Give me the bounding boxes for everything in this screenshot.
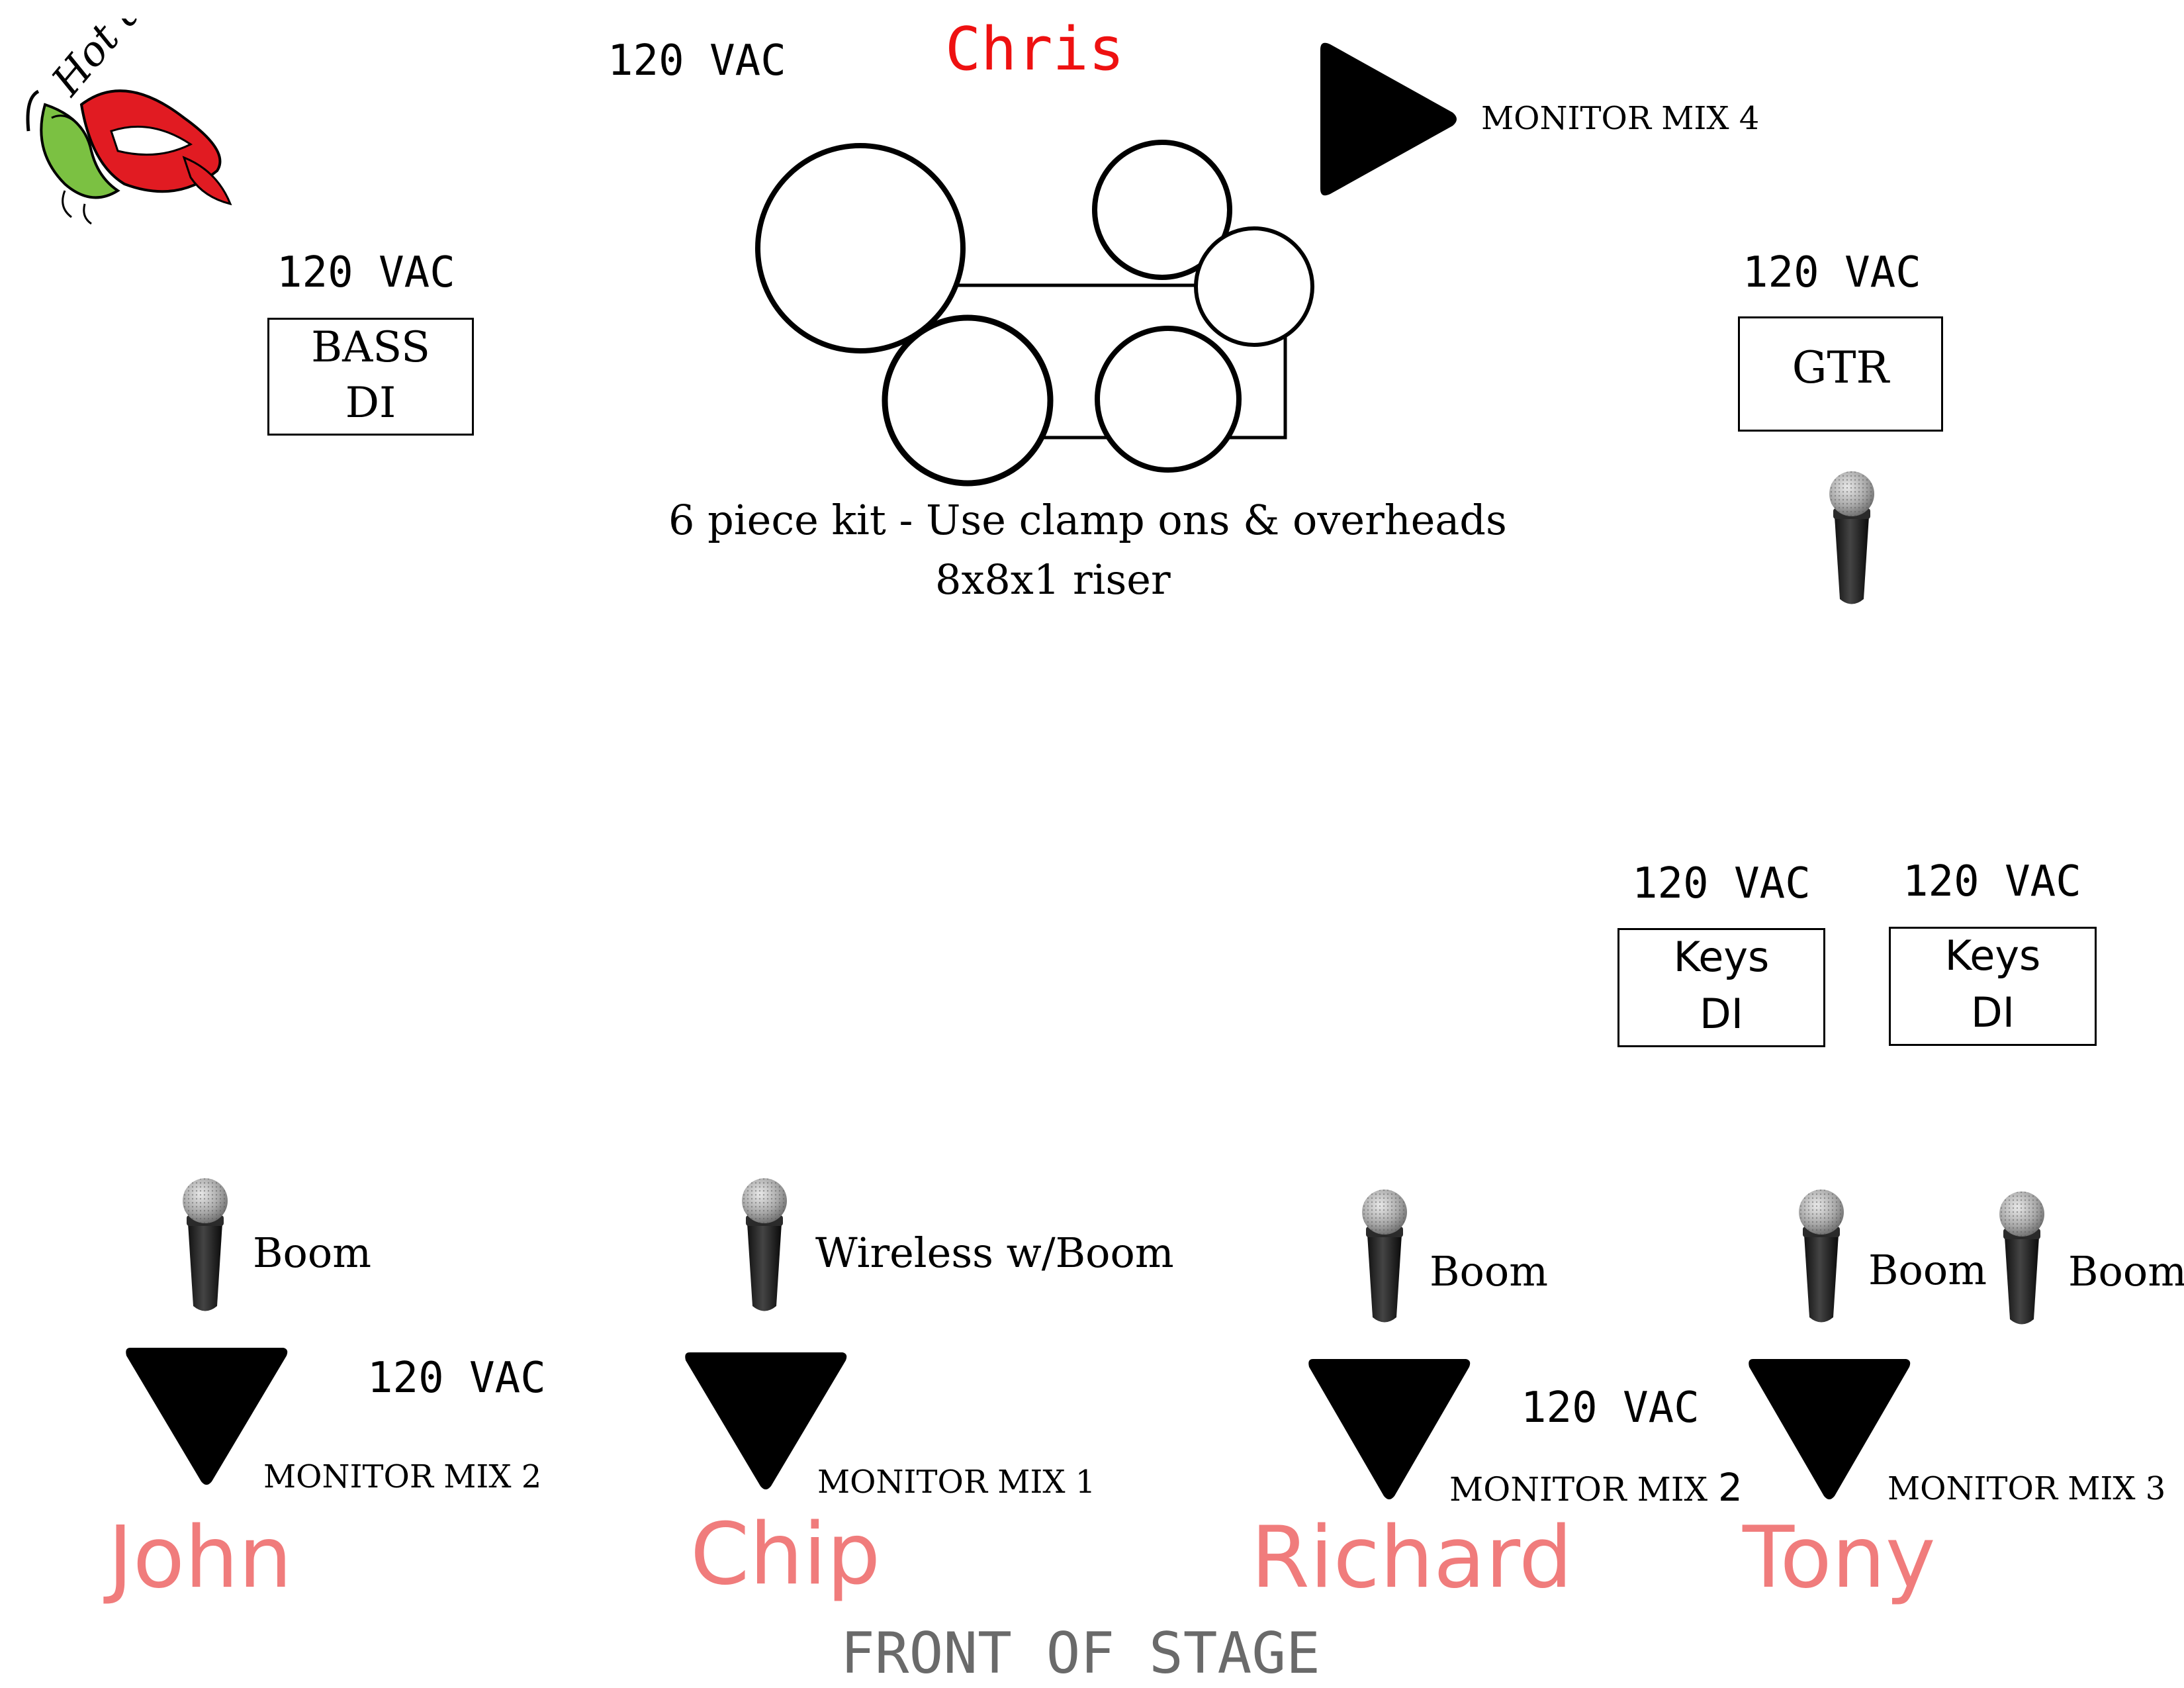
logo-text: Hot as a Pepper!	[42, 19, 270, 105]
monitor-wedge-mix4	[1320, 42, 1457, 196]
drum-kit-note-line1: 6 piece kit - Use clamp ons & overheads	[668, 496, 1507, 544]
tony-monitor-label: MONITOR MIX 3	[1888, 1470, 2166, 1507]
band-logo: Hot as a Pepper!	[19, 0, 304, 230]
guitar-amp-label: GTR	[1792, 342, 1889, 393]
guitar-power-label: 120 VAC	[1743, 248, 1921, 297]
tony-second-mic	[1995, 1190, 2048, 1329]
front-of-stage-label: FRONT OF STAGE	[841, 1620, 1320, 1687]
drum-kit-note-line2: 8x8x1 riser	[935, 555, 1171, 604]
snare-drum	[1095, 326, 1242, 473]
john-monitor-label: MONITOR MIX 2	[263, 1458, 542, 1495]
keys1-di-line2: DI	[1699, 990, 1744, 1038]
bass-power-label: 120 VAC	[277, 248, 455, 297]
bass-drum	[882, 314, 1054, 487]
richard-mic-label: Boom	[1430, 1247, 1549, 1295]
keys2-di-box: Keys DI	[1889, 927, 2097, 1046]
keys2-power-label: 120 VAC	[1903, 857, 2081, 906]
bass-di-line2: DI	[345, 379, 396, 428]
john-name: John	[108, 1509, 293, 1607]
richard-monitor-label: MONITOR MIX 2	[1449, 1468, 1743, 1507]
keys1-power-label: 120 VAC	[1632, 859, 1811, 908]
chip-mic-label: Wireless w/Boom	[815, 1229, 1174, 1277]
richard-power-label: 120 VAC	[1521, 1383, 1700, 1432]
keys1-di-box: Keys DI	[1617, 928, 1825, 1047]
drums-power-label: 120 VAC	[608, 36, 786, 85]
tony-second-mic-label: Boom	[2068, 1247, 2184, 1295]
richard-monitor-wedge	[1308, 1359, 1471, 1499]
drum-kit-diagram	[755, 140, 1314, 487]
tony-vocal-mic	[1795, 1188, 1848, 1327]
keys2-di-line2: DI	[1970, 988, 2015, 1037]
chip-monitor-label: MONITOR MIX 1	[817, 1464, 1096, 1501]
john-power-label: 120 VAC	[367, 1354, 546, 1403]
monitor-mix4-label: MONITOR MIX 4	[1481, 100, 1760, 137]
tony-monitor-wedge	[1749, 1359, 1911, 1499]
chip-name: Chip	[690, 1505, 881, 1604]
cymbal	[1194, 226, 1314, 347]
keys2-di-line1: Keys	[1944, 931, 2041, 980]
john-monitor-wedge	[126, 1348, 288, 1485]
richard-vocal-mic	[1358, 1188, 1411, 1327]
tony-mic-label: Boom	[1868, 1246, 1987, 1294]
keys1-di-line1: Keys	[1673, 933, 1770, 981]
john-mic-label: Boom	[253, 1229, 372, 1277]
rack-tom-1	[1092, 140, 1232, 280]
richard-monitor-prefix: MONITOR MIX	[1449, 1470, 1719, 1509]
floor-tom	[755, 143, 966, 353]
drummer-name: Chris	[945, 15, 1124, 84]
chip-monitor-wedge	[685, 1352, 847, 1489]
richard-name: Richard	[1251, 1509, 1573, 1607]
richard-monitor-number: 2	[1718, 1465, 1743, 1510]
guitar-amp-mic	[1825, 470, 1878, 609]
chip-vocal-mic	[738, 1177, 791, 1316]
guitar-amp-box: GTR	[1738, 316, 1943, 432]
john-vocal-mic	[179, 1177, 232, 1316]
bass-di-line1: BASS	[311, 323, 430, 372]
tony-name: Tony	[1743, 1509, 1936, 1607]
bass-di-box: BASS DI	[267, 318, 474, 436]
